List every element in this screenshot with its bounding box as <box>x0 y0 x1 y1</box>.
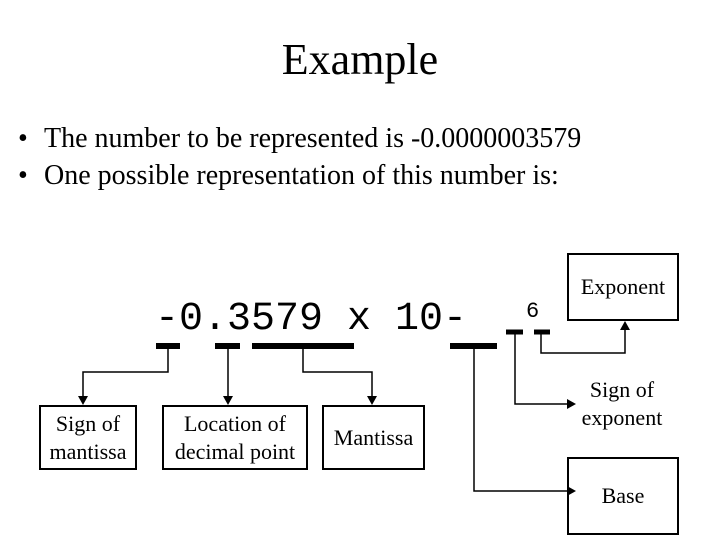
sign-of-mantissa-box: Sign of mantissa <box>39 405 137 470</box>
arrowhead <box>223 396 233 405</box>
scientific-notation-expression: -0.3579 x 10- <box>155 297 468 342</box>
decimal-point-label: Location of decimal point <box>174 410 296 464</box>
sign-of-exponent-label: Sign of exponent <box>581 377 663 430</box>
base-label: Base <box>601 483 645 508</box>
bullet-item: • The number to be represented is -0.0000… <box>18 120 581 157</box>
bullet-item: • One possible representation of this num… <box>18 157 581 194</box>
mantissa-connector <box>302 349 373 396</box>
arrowhead <box>620 321 630 330</box>
bullet-text: One possible representation of this numb… <box>44 160 559 191</box>
bullet-dot: • <box>18 160 28 191</box>
exponent-connector <box>540 330 626 354</box>
arrowhead <box>367 396 377 405</box>
arrowhead <box>567 486 576 496</box>
sign-of-mantissa-label: Sign of mantissa <box>49 410 127 464</box>
exponent-value: 6 <box>526 299 540 324</box>
exponent-box: Exponent <box>567 253 679 321</box>
bullet-list: • The number to be represented is -0.0000… <box>18 120 581 194</box>
base-connector <box>473 349 567 492</box>
bullet-text: The number to be represented is -0.00000… <box>44 123 582 154</box>
mantissa-box: Mantissa <box>322 405 425 470</box>
bullet-dot: • <box>18 123 28 154</box>
exponent-sign-connector <box>514 334 567 405</box>
decimal-point-box: Location of decimal point <box>162 405 308 470</box>
exponent-label: Exponent <box>580 274 666 299</box>
base-box: Base <box>567 457 679 535</box>
slide-title: Example <box>281 35 439 84</box>
arrowhead <box>567 399 576 409</box>
mantissa-label: Mantissa <box>333 424 414 450</box>
arrowhead <box>78 396 88 405</box>
sign-connector <box>82 349 169 396</box>
